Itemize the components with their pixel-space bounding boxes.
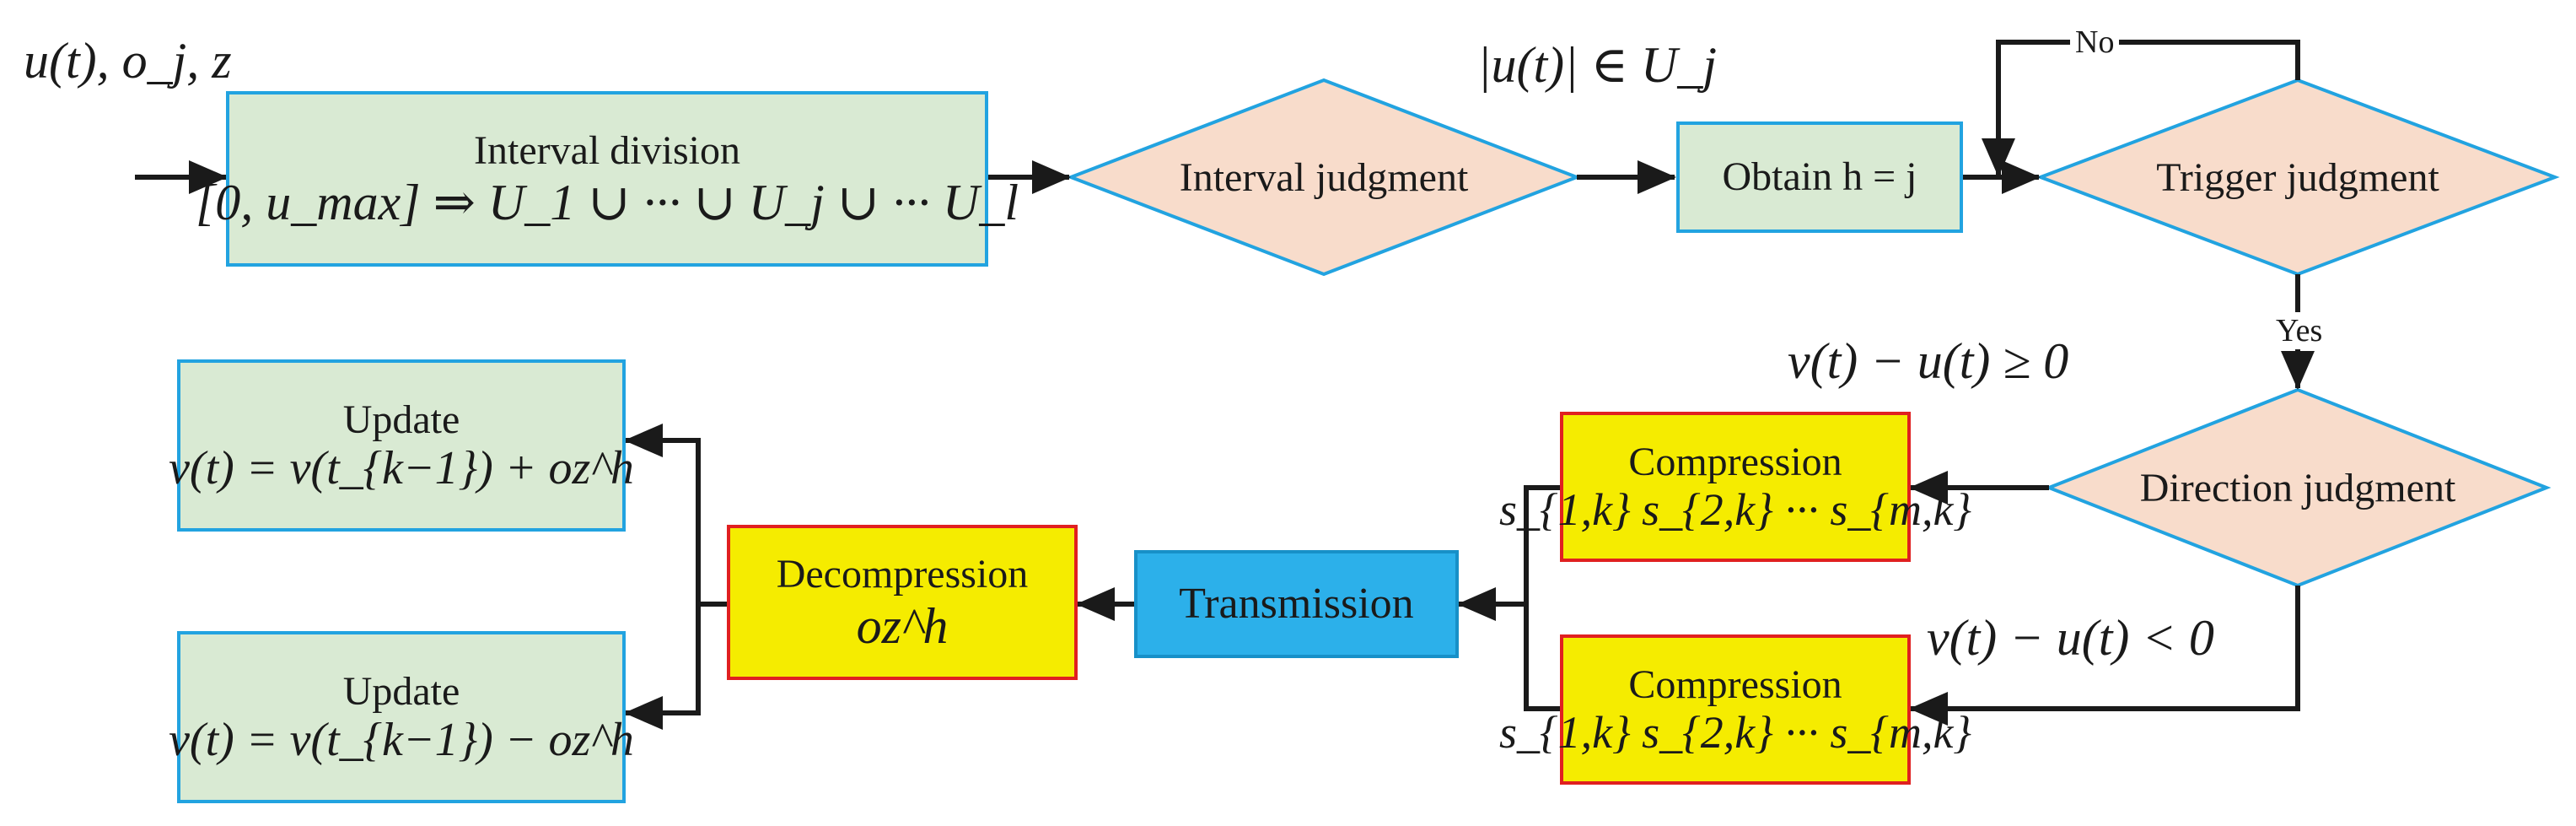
transmission-label: Transmission: [1179, 580, 1414, 629]
arrow-to-update-top: [624, 424, 701, 604]
arrow-no-loop: [1982, 40, 2300, 177]
inputs-label: u(t), o_j, z: [24, 33, 232, 89]
no-label: No: [2070, 24, 2120, 61]
interval-judgment-label: Interval judgment: [1179, 154, 1469, 200]
interval-division-box: Interval division [0, u_max] ⇒ U_1 ∪ ···…: [196, 91, 1019, 267]
compression-top-box: Compression s_{1,k} s_{2,k} ··· s_{m,k}: [1499, 412, 1971, 562]
trigger-judgment-label: Trigger judgment: [2156, 154, 2439, 200]
update-bottom-formula: v(t) = v(t_{k−1}) − oz^h: [169, 713, 634, 766]
arrow-direction-to-compression-bottom: [1909, 586, 2300, 726]
compression-bottom-formula: s_{1,k} s_{2,k} ··· s_{m,k}: [1499, 706, 1972, 758]
update-top-box: Update v(t) = v(t_{k−1}) + oz^h: [169, 359, 634, 532]
direction-judgment-label: Direction judgment: [2139, 465, 2456, 510]
decompression-title: Decompression: [776, 552, 1029, 597]
connector-compression-top: [1524, 485, 1560, 711]
transmission-box: Transmission: [1134, 550, 1459, 658]
condition-negative: v(t) − u(t) < 0: [1927, 610, 2214, 666]
obtain-label: Obtain h = j: [1722, 154, 1917, 200]
decompression-formula: oz^h: [856, 597, 949, 654]
compression-bottom-box: Compression s_{1,k} s_{2,k} ··· s_{m,k}: [1499, 634, 1971, 785]
compression-top-formula: s_{1,k} s_{2,k} ··· s_{m,k}: [1499, 483, 1972, 535]
interval-division-formula: [0, u_max] ⇒ U_1 ∪ ··· ∪ U_j ∪ ··· U_l: [195, 174, 1019, 230]
membership-label: |u(t)| ∈ U_j: [1477, 37, 1718, 93]
interval-division-title: Interval division: [474, 128, 740, 174]
update-bottom-title: Update: [342, 668, 460, 714]
condition-positive: v(t) − u(t) ≥ 0: [1788, 333, 2069, 389]
obtain-box: Obtain h = j: [1676, 121, 1963, 233]
update-top-formula: v(t) = v(t_{k−1}) + oz^h: [169, 441, 634, 494]
compression-bottom-title: Compression: [1628, 661, 1842, 707]
decompression-box: Decompression oz^h: [727, 525, 1078, 680]
update-bottom-box: Update v(t) = v(t_{k−1}) − oz^h: [169, 631, 634, 803]
arrow-to-update-bottom: [624, 604, 701, 730]
yes-label: Yes: [2272, 312, 2326, 349]
direction-judgment-diamond: [2044, 387, 2552, 588]
update-top-title: Update: [342, 397, 460, 442]
compression-top-title: Compression: [1628, 439, 1842, 484]
trigger-judgment-diamond: [2036, 78, 2560, 277]
